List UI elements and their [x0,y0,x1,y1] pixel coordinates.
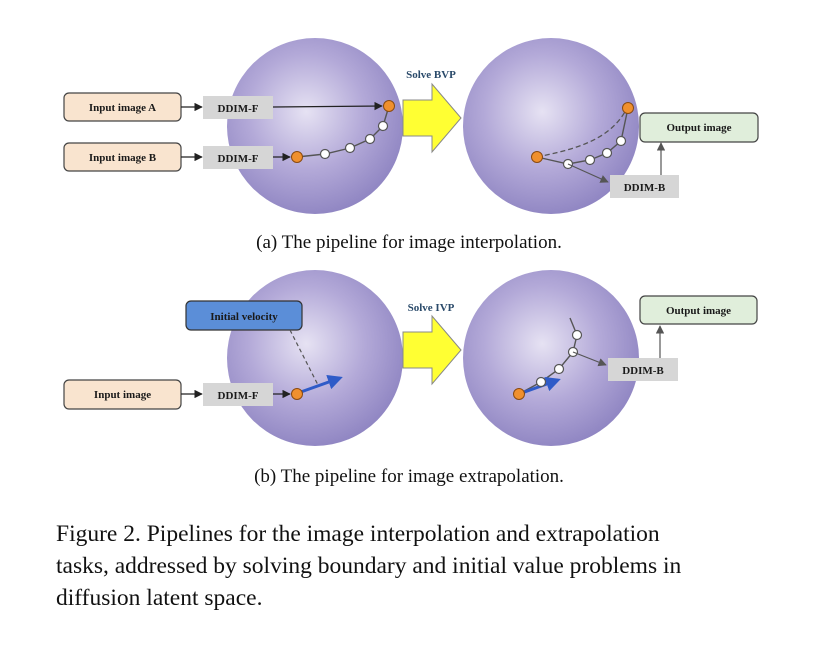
path-point [319,148,331,160]
figure-caption-line-1: Figure 2. Pipelines for the image interp… [56,521,660,547]
latent-sphere-left-b [227,270,403,446]
ddim-f-box-c: DDIM-F [203,383,273,406]
path-point [571,329,583,341]
solve-bvp-label: Solve BVP [406,69,456,81]
velocity-arrow-left [297,374,343,395]
latent-point-input [291,388,303,400]
path-point [601,147,613,159]
panel-a: Input image A Input image B DDIM-F DDIM-… [63,38,759,253]
arrow-latent-to-ddim-b-panel [572,351,607,367]
latent-sphere-right [463,38,639,214]
path-point [584,154,596,166]
initial-velocity-label: Initial velocity [210,311,278,323]
figure-caption-line-2: tasks, addressed by solving boundary and… [56,553,682,579]
input-image-box: Input image [63,379,182,410]
input-image-b-label: Input image B [89,152,157,164]
arrow-ddim-to-latent-a [272,101,383,111]
solved-path-right [536,107,629,165]
initial-velocity-box: Initial velocity [185,300,303,331]
input-image-a-label: Input image A [89,102,156,114]
latent-point-a [383,100,395,112]
latent-point-b [291,151,303,163]
ddim-f-label-a: DDIM-F [218,103,259,115]
start-point-right [513,388,525,400]
latent-sphere-left [227,38,403,214]
solve-ivp-arrow [402,314,462,386]
path-point [364,133,376,145]
path-point [535,376,547,388]
velocity-arrow-right [518,376,561,396]
input-image-label: Input image [94,389,151,401]
ddim-f-label-b: DDIM-F [218,153,259,165]
figure-caption: Figure 2. Pipelines for the image interp… [56,518,768,614]
input-image-a-box: Input image A [63,92,182,122]
ddim-b-label-a: DDIM-B [624,182,666,194]
endpoint-b-right [531,151,543,163]
output-image-box-a: Output image [639,112,759,143]
ddim-b-box-a: DDIM-B [610,175,679,198]
figure-caption-line-3: diffusion latent space. [56,585,263,611]
sub-caption-b: (b) The pipeline for image extrapolation… [254,466,564,487]
path-point [553,363,565,375]
input-image-b-box: Input image B [63,142,182,172]
arrow-latent-to-ddim-b [567,163,609,183]
output-image-label-a: Output image [666,122,731,134]
output-image-label-b: Output image [666,305,731,317]
endpoint-a-right [622,102,634,114]
ddim-f-label-c: DDIM-F [218,390,259,402]
sub-caption-a: (a) The pipeline for image interpolation… [256,232,562,253]
ddim-b-box-b: DDIM-B [608,358,678,381]
solve-ivp-label: Solve IVP [408,302,455,314]
ddim-b-label-b: DDIM-B [622,365,664,377]
ddim-f-box-a: DDIM-F [203,96,273,119]
path-point [615,135,627,147]
initial-path-right-dashed [536,107,628,158]
output-image-box-b: Output image [639,295,758,325]
velocity-dashed-link [289,329,319,386]
pipeline-diagram: Input image A Input image B DDIM-F DDIM-… [63,38,759,487]
panel-b: Initial velocity Input image DDIM-F Solv… [63,270,758,487]
path-point [377,120,389,132]
path-point [344,142,356,154]
latent-sphere-right-b [463,270,639,446]
ddim-f-box-b: DDIM-F [203,146,273,169]
solve-bvp-arrow [402,82,462,154]
